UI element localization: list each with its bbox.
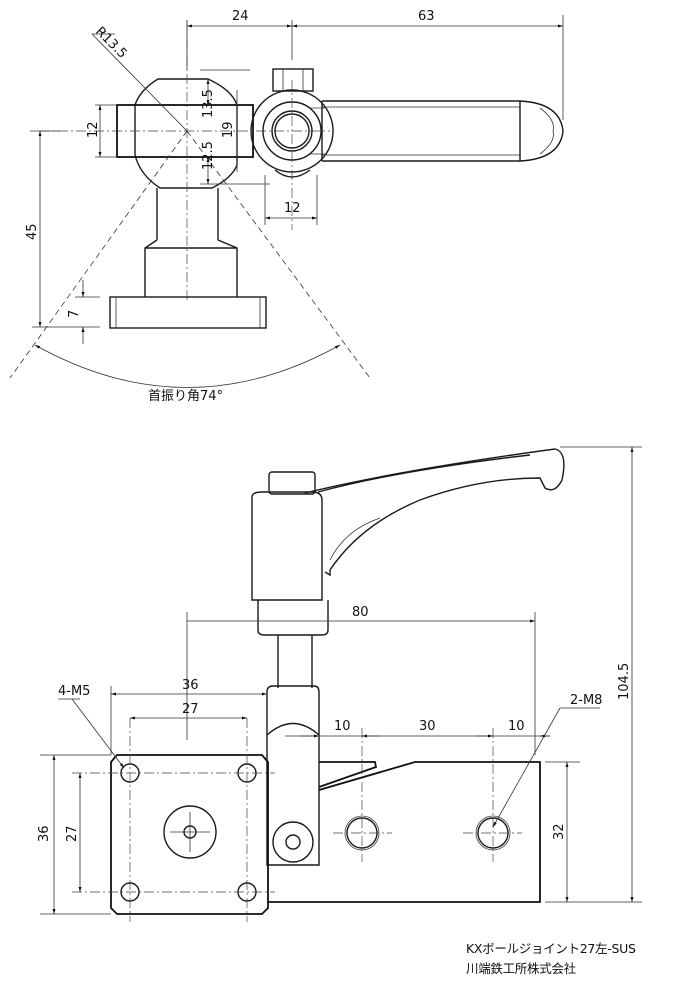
body-column (266, 685, 320, 866)
swing-angle-lines (9, 130, 371, 388)
mount-plate (72, 718, 275, 922)
dim-plate-height-outer: 36 (37, 825, 52, 842)
dim-plate-width-inner: 27 (182, 702, 199, 717)
dim-width-left: 24 (232, 9, 249, 24)
dim-arm-thickness: 12 (86, 121, 101, 138)
product-name: KXボールジョイント27左-SUS (466, 941, 636, 956)
lever-side (251, 448, 565, 688)
radius-leader (91, 33, 188, 132)
dim-spacing-left: 10 (334, 719, 351, 734)
top-view: R13.5 24 63 13.5 12.5 19 12 12 45 (9, 9, 564, 404)
dim-plate-width-outer: 36 (182, 678, 199, 693)
dim-radius: R13.5 (92, 24, 129, 61)
dim-nut-width: 12 (284, 201, 301, 216)
ball-head (40, 20, 330, 300)
dim-height-upper: 13.5 (201, 89, 216, 118)
stem (109, 188, 267, 329)
dim-spacing-mid: 30 (419, 719, 436, 734)
dim-spacing-right: 10 (508, 719, 525, 734)
dim-width-lever: 63 (418, 9, 435, 24)
dim-plate-height-inner: 27 (65, 825, 80, 842)
thread-label-plate: 4-M5 (58, 684, 90, 699)
manufacturer-name: 川端鉄工所株式会社 (466, 961, 576, 976)
dim-base-thickness: 7 (67, 310, 82, 318)
mount-block (267, 728, 541, 903)
swing-angle-label: 首振り角74° (148, 389, 223, 404)
dim-height-lower: 12.5 (201, 141, 216, 170)
dim-overall-width: 80 (352, 605, 369, 620)
dim-overall-height: 104.5 (617, 663, 632, 700)
dim-height-45: 45 (25, 223, 40, 240)
lever-top (250, 68, 564, 230)
thread-label-block: 2-M8 (570, 693, 602, 708)
dim-block-height: 32 (552, 823, 567, 840)
front-view: 80 104.5 36 27 36 27 10 30 10 32 (37, 446, 642, 922)
dim-height-total: 19 (221, 121, 236, 138)
